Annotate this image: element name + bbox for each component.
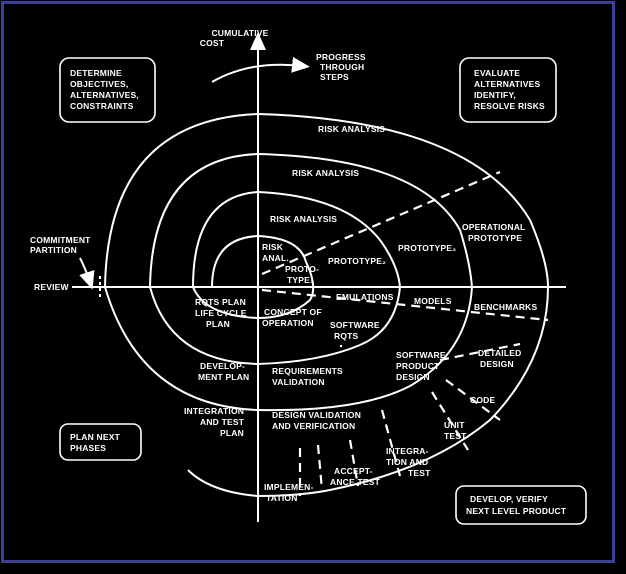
develop-line-1: DEVELOP, VERIFY [470, 494, 548, 504]
models-label: MODELS [414, 296, 452, 306]
unit-test-line-2: TEST [444, 431, 467, 441]
determine-line-4: CONSTRAINTS [70, 101, 134, 111]
emulations-label: EMULATIONS [336, 292, 394, 302]
design-validation-line-1: DESIGN VALIDATION [272, 410, 361, 420]
plan-next-box [59, 423, 142, 461]
detailed-design-line-2: DESIGN [480, 359, 514, 369]
benchmarks-label: BENCHMARKS [474, 302, 538, 312]
dashed-design-1 [439, 342, 521, 362]
develop-plan-line-1: DEVELOP- [200, 361, 245, 371]
determine-box [59, 57, 156, 123]
commitment-label-1: COMMITMENT [30, 235, 91, 245]
evaluate-line-1: EVALUATE [474, 68, 520, 78]
dashed-design-4 [380, 409, 402, 477]
prototype-1-line-2: TYPE₁ [287, 275, 314, 285]
plan-next-line-2: PHASES [70, 443, 106, 453]
risk-analysis-second: RISK ANALYSIS [270, 214, 337, 224]
risk-analysis-outer: RISK ANALYSIS [318, 124, 385, 134]
integration-plan-line-3: PLAN [220, 428, 244, 438]
concept-line-1: CONCEPT OF [264, 307, 322, 317]
unit-test-line-1: UNIT [444, 420, 465, 430]
code-label: CODE [470, 395, 495, 405]
determine-line-1: DETERMINE [70, 68, 122, 78]
spiral-ring-2 [191, 190, 402, 346]
product-design-line-2: PRODUCT [396, 361, 440, 371]
integration-test-line-3: TEST [408, 468, 431, 478]
acceptance-line-1: ACCEPT- [334, 466, 373, 476]
evaluate-line-4: RESOLVE RISKS [474, 101, 545, 111]
product-design-line-1: SOFTWARE [396, 350, 446, 360]
dashed-design-2 [445, 379, 501, 421]
determine-line-3: ALTERNATIVES, [70, 90, 139, 100]
design-validation-line-2: AND VERIFICATION [272, 421, 355, 431]
requirements-line-1: REQUIREMENTS [272, 366, 343, 376]
progress-label-2: THROUGH [320, 62, 364, 72]
risk-analysis-third: RISK ANALYSIS [292, 168, 359, 178]
operational-prototype-1: OPERATIONAL [462, 222, 525, 232]
operational-prototype-2: PROTOTYPE [468, 233, 522, 243]
prototype-3: PROTOTYPE₃ [398, 243, 456, 253]
spiral-ring-1 [210, 234, 307, 288]
rqts-plan-line-1: RQTS PLAN [195, 297, 246, 307]
cumulative-cost-label-2: COST [200, 38, 225, 48]
concept-line-2: OPERATION [262, 318, 314, 328]
integration-test-line-2: TION AND [386, 457, 428, 467]
dashed-radial-upper [261, 170, 501, 276]
develop-line-2: NEXT LEVEL PRODUCT [466, 506, 567, 516]
progress-label-3: STEPS [320, 72, 349, 82]
develop-plan-line-2: MENT PLAN [198, 372, 249, 382]
prototype-1-line-1: PROTO- [285, 264, 319, 274]
product-design-line-3: DESIGN [396, 372, 430, 382]
software-rqts-line-2: RQTS [334, 331, 359, 341]
cumulative-cost-label-1: CUMULATIVE [211, 28, 268, 38]
implementation-line-1: IMPLEMEN- [264, 482, 314, 492]
rqts-plan-line-2: LIFE CYCLE [195, 308, 247, 318]
evaluate-box [459, 57, 557, 123]
dashed-design-6 [316, 444, 324, 491]
risk-anal-inner-2: ANAL. [262, 253, 289, 263]
dashed-design-3 [431, 391, 469, 451]
progress-arrow [211, 56, 310, 83]
progress-label-1: PROGRESS [316, 52, 366, 62]
integration-test-line-1: INTEGRA- [386, 446, 429, 456]
dashed-design-5 [348, 439, 360, 487]
dashed-radial-middle [261, 288, 549, 322]
integration-plan-line-1: INTEGRATION [184, 406, 244, 416]
spiral-ring-4 [103, 112, 550, 498]
commitment-label-2: PARTITION [30, 245, 77, 255]
rqts-plan-line-3: PLAN [206, 319, 230, 329]
requirements-line-2: VALIDATION [272, 377, 325, 387]
implementation-line-2: TATION [266, 493, 298, 503]
review-label: REVIEW [34, 282, 70, 292]
risk-anal-inner-1: RISK [262, 242, 284, 252]
detailed-design-line-1: DETAILED [478, 348, 521, 358]
evaluate-line-3: IDENTIFY, [474, 90, 516, 100]
determine-line-2: OBJECTIVES, [70, 79, 128, 89]
software-rqts-line-1: SOFTWARE [330, 320, 380, 330]
spiral-ring-3 [148, 152, 474, 412]
commitment-arrow [79, 257, 95, 290]
prototype-2: PROTOTYPE₂ [328, 256, 386, 266]
integration-plan-line-2: AND TEST [200, 417, 245, 427]
develop-box [455, 485, 587, 525]
evaluate-line-2: ALTERNATIVES [474, 79, 540, 89]
acceptance-line-2: ANCE TEST [330, 477, 381, 487]
plan-next-line-1: PLAN NEXT [70, 432, 121, 442]
